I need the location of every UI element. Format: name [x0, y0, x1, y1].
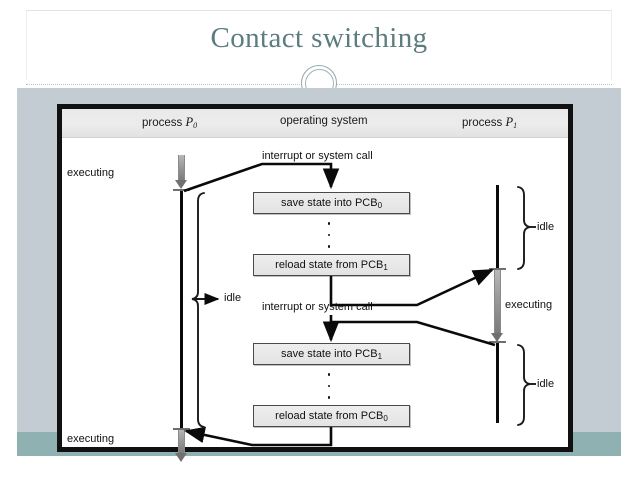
- label-idle-p1-top: idle: [537, 221, 555, 233]
- connector-p1-to-os-interrupt-2: [322, 315, 496, 347]
- lifeline-p0: [180, 189, 183, 429]
- ellipsis-dots-bottom: [327, 373, 331, 399]
- lifeline-tick-p1-top: [489, 268, 506, 270]
- lifeline-tick-p1-bottom: [489, 341, 506, 343]
- ellipsis-dots-top: [327, 222, 331, 248]
- context-switch-diagram: process P0 operating system process P1: [57, 104, 573, 462]
- diagram-canvas: process P0 operating system process P1: [62, 109, 568, 462]
- executing-arrow-p0-bottom: [175, 429, 188, 463]
- page-title: Contact switching: [210, 22, 428, 54]
- connector-p0-to-os-interrupt-1: [183, 162, 340, 193]
- brace-idle-p1-top: [517, 186, 536, 270]
- label-interrupt-or-system-call-top: interrupt or system call: [262, 150, 373, 162]
- label-idle-p0: idle: [224, 292, 242, 304]
- label-interrupt-or-system-call-bottom: interrupt or system call: [262, 301, 373, 313]
- label-idle-p1-bottom: idle: [537, 378, 555, 390]
- label-executing-p0-top: executing: [67, 167, 115, 179]
- label-executing-p0-bottom: executing: [67, 433, 115, 445]
- diagram-column-header: [62, 109, 568, 138]
- executing-arrow-p1: [491, 269, 504, 343]
- executing-arrow-p0-top: [175, 155, 188, 189]
- lifeline-tick-p0-top: [173, 189, 190, 191]
- title-area: Contact switching: [0, 0, 638, 101]
- connector-os-to-p0-resume: [183, 426, 333, 447]
- brace-idle-p0: [191, 192, 220, 428]
- lifeline-p1-idle-top: [496, 185, 499, 269]
- column-label-process-p1: process P1: [462, 115, 518, 130]
- lifeline-p1-idle-bottom: [496, 343, 499, 423]
- lifeline-tick-p0-bottom: [173, 428, 190, 430]
- column-label-operating-system: operating system: [280, 115, 368, 127]
- label-executing-p1: executing: [505, 299, 553, 311]
- column-label-process-p0: process P0: [142, 115, 198, 130]
- brace-idle-p1-bottom: [517, 344, 536, 426]
